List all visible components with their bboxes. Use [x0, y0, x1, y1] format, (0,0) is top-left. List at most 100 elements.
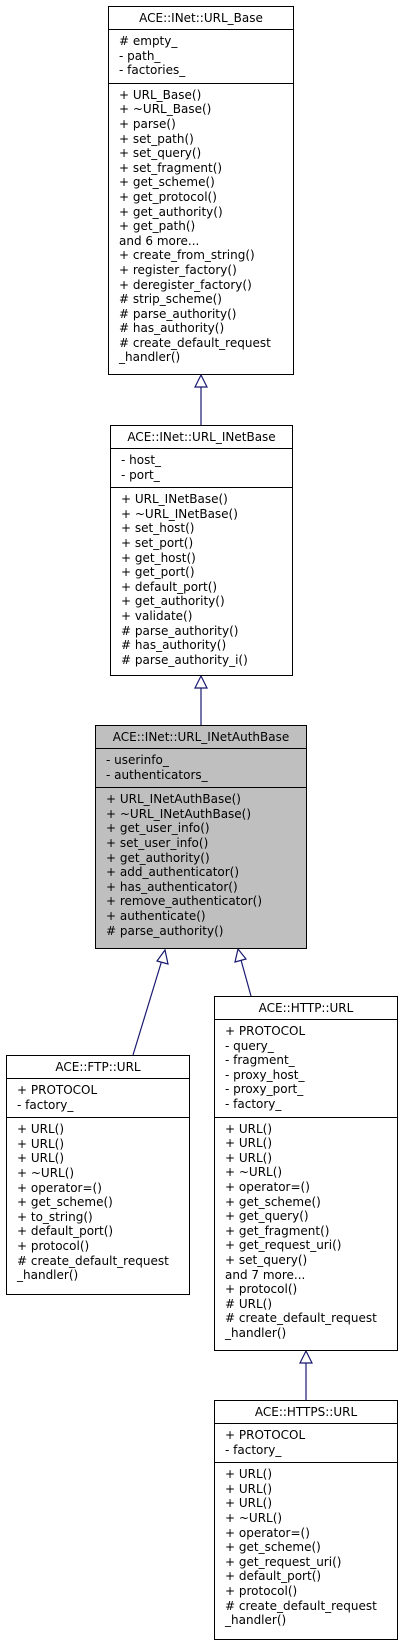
- class-name: ACE::FTP::URL: [7, 1056, 189, 1079]
- member-row: + get_user_info(): [106, 821, 210, 836]
- member-row: + create_from_string(): [119, 248, 255, 263]
- member-row: + set_host(): [121, 521, 195, 536]
- member-row: + URL(): [225, 1467, 273, 1482]
- member-row: _handler(): [225, 1613, 287, 1628]
- member-row: + set_query(): [119, 146, 202, 161]
- member-row: # create_default_request: [17, 1253, 169, 1268]
- member-row: - fragment_: [225, 1053, 295, 1068]
- member-row: + get_scheme(): [119, 175, 215, 190]
- member-row: + set_query(): [225, 1252, 308, 1267]
- member-row: and 7 more...: [225, 1267, 306, 1282]
- member-row: + get_scheme(): [17, 1195, 113, 1210]
- member-row: + get_scheme(): [225, 1540, 321, 1555]
- member-row: + protocol(): [225, 1282, 298, 1297]
- member-row: + get_authority(): [119, 204, 223, 219]
- member-row: + deregister_factory(): [119, 277, 252, 292]
- member-row: and 6 more...: [119, 233, 200, 248]
- member-row: + URL(): [225, 1481, 273, 1496]
- methods-section: + URL_Base()+ ~URL_Base()+ parse() + set_…: [109, 82, 293, 370]
- member-row: + register_factory(): [119, 262, 237, 277]
- member-row: - factories_: [119, 63, 186, 78]
- methods-section: + URL_INetAuthBase()+ ~URL_INetAuthBase(…: [96, 787, 306, 943]
- member-row: - proxy_port_: [225, 1082, 304, 1097]
- member-row: + get_scheme(): [225, 1194, 321, 1209]
- member-row: + URL(): [225, 1136, 273, 1151]
- edge-ftp-to-inetauthbase: [132, 948, 169, 1056]
- member-row: + ~URL_INetAuthBase(): [106, 806, 252, 821]
- member-row: + ~URL_Base(): [119, 102, 212, 117]
- member-row: + get_port(): [121, 565, 195, 580]
- member-row: + protocol(): [225, 1583, 298, 1598]
- member-row: + has_authenticator(): [106, 879, 238, 894]
- member-row: + PROTOCOL: [17, 1083, 98, 1097]
- member-row: + URL(): [225, 1121, 273, 1136]
- member-row: + operator=(): [17, 1180, 102, 1195]
- member-row: + get_authority(): [106, 850, 210, 865]
- member-row: + protocol(): [17, 1238, 90, 1253]
- member-row: # parse_authority(): [119, 306, 237, 321]
- member-row: + URL(): [225, 1496, 273, 1511]
- class-box-ftp-url[interactable]: ACE::FTP::URL + PROTOCOL- factory_ + URL…: [6, 1055, 190, 1295]
- class-box-url-inetbase[interactable]: ACE::INet::URL_INetBase - host_- port_ +…: [110, 425, 293, 676]
- member-row: + URL_Base(): [119, 87, 202, 102]
- member-row: - factory_: [225, 1096, 282, 1111]
- member-row: - port_: [121, 467, 160, 482]
- member-row: # URL(): [225, 1296, 273, 1311]
- edge-https-to-http: [299, 1349, 313, 1400]
- class-box-http-url[interactable]: ACE::HTTP::URL + PROTOCOL- query_- fragm…: [214, 996, 398, 1351]
- member-row: + default_port(): [121, 579, 218, 594]
- member-row: + set_fragment(): [119, 160, 223, 175]
- attributes-section: # empty_- path_- factories_: [109, 30, 293, 83]
- member-row: # create_default_request: [225, 1598, 377, 1613]
- edge-http-to-inetauthbase: [234, 947, 252, 997]
- member-row: + get_request_uri(): [225, 1238, 342, 1253]
- member-row: + parse(): [119, 116, 176, 131]
- member-row: + set_user_info(): [106, 835, 209, 850]
- class-box-url-base[interactable]: ACE::INet::URL_Base # empty_- path_- fac…: [108, 6, 294, 375]
- member-row: + operator=(): [225, 1179, 310, 1194]
- edge-inetbase-to-base: [194, 373, 208, 425]
- member-row: + get_query(): [225, 1209, 309, 1224]
- member-row: _handler(): [225, 1325, 287, 1340]
- member-row: # has_authority(): [121, 638, 227, 653]
- member-row: + URL(): [17, 1151, 65, 1166]
- member-row: # has_authority(): [119, 321, 225, 336]
- member-row: # create_default_request: [225, 1311, 377, 1326]
- member-row: + PROTOCOL: [225, 1428, 306, 1442]
- member-row: + ~URL_INetBase(): [121, 506, 238, 521]
- member-row: + ~URL(): [225, 1165, 283, 1180]
- member-row: # create_default_request: [119, 335, 271, 350]
- attributes-section: + PROTOCOL- query_- fragment_- proxy_hos…: [215, 1020, 397, 1117]
- member-row: _handler(): [119, 350, 181, 365]
- member-row: + to_string(): [17, 1209, 93, 1224]
- member-row: + get_authority(): [121, 594, 225, 609]
- class-box-url-inetauthbase[interactable]: ACE::INet::URL_INetAuthBase - userinfo_-…: [95, 725, 307, 949]
- member-row: + default_port(): [225, 1569, 322, 1584]
- member-row: + default_port(): [17, 1224, 114, 1239]
- member-row: - path_: [119, 48, 161, 63]
- member-row: - factory_: [17, 1097, 74, 1112]
- edge-inetauthbase-to-inetbase: [194, 674, 208, 725]
- member-row: + get_fragment(): [225, 1223, 330, 1238]
- member-row: + URL_INetBase(): [121, 492, 228, 507]
- member-row: + authenticate(): [106, 908, 206, 923]
- member-row: + ~URL(): [17, 1165, 75, 1180]
- member-row: + get_protocol(): [119, 189, 217, 204]
- attributes-section: + PROTOCOL- factory_: [215, 1424, 397, 1462]
- member-row: + get_path(): [119, 219, 196, 234]
- methods-section: + URL_INetBase()+ ~URL_INetBase()+ set_h…: [111, 487, 292, 672]
- class-box-https-url[interactable]: ACE::HTTPS::URL + PROTOCOL- factory_ + U…: [214, 1400, 398, 1640]
- member-row: - query_: [225, 1038, 274, 1053]
- member-row: - host_: [121, 453, 162, 467]
- methods-section: + URL()+ URL()+ URL()+ ~URL()+ operator=…: [215, 1462, 397, 1633]
- member-row: + set_port(): [121, 535, 194, 550]
- class-name: ACE::HTTP::URL: [215, 997, 397, 1020]
- member-row: # strip_scheme(): [119, 292, 222, 307]
- class-name: ACE::INet::URL_Base: [109, 7, 293, 30]
- methods-section: + URL()+ URL()+ URL()+ ~URL()+ operator=…: [215, 1116, 397, 1346]
- member-row: # parse_authority_i(): [121, 652, 248, 667]
- member-row: - proxy_host_: [225, 1067, 305, 1082]
- class-name: ACE::INet::URL_INetBase: [111, 426, 292, 449]
- member-row: + URL(): [225, 1150, 273, 1165]
